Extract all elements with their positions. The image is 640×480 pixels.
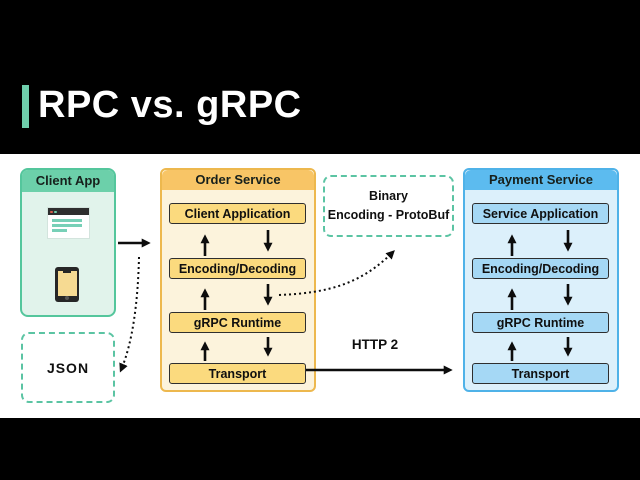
order-layer-client-application: Client Application: [169, 203, 306, 224]
binary-encoding-box: Binary Encoding - ProtoBuf: [323, 175, 454, 237]
page-title: RPC vs. gRPC: [38, 84, 302, 126]
payment-layer-grpc-runtime: gRPC Runtime: [472, 312, 609, 333]
browser-text-line: [52, 224, 82, 227]
payment-service-panel: Payment Service Service Application Enco…: [463, 168, 619, 392]
phone-notch: [63, 271, 71, 273]
payment-layer-service-application: Service Application: [472, 203, 609, 224]
title-accent-bar: [22, 85, 29, 128]
phone-screen: [57, 271, 77, 296]
bottom-letterbox-bar: [0, 418, 640, 480]
phone-home-button: [65, 296, 69, 300]
payment-service-header: Payment Service: [465, 170, 617, 190]
top-letterbox-bar: RPC vs. gRPC: [0, 0, 640, 154]
binary-encoding-line2: Encoding - ProtoBuf: [327, 208, 450, 222]
binary-encoding-line1: Binary: [369, 188, 408, 203]
browser-text-line: [52, 229, 67, 232]
browser-dot-icon: [54, 210, 57, 213]
order-layer-transport: Transport: [169, 363, 306, 384]
smartphone-icon: [55, 267, 79, 302]
payment-layer-encoding-decoding: Encoding/Decoding: [472, 258, 609, 279]
json-box: JSON: [21, 332, 115, 403]
browser-text-line: [52, 219, 82, 222]
browser-window-icon: [48, 208, 89, 238]
browser-titlebar: [48, 208, 89, 215]
client-app-header: Client App: [22, 170, 114, 192]
browser-dot-icon: [50, 210, 53, 213]
order-service-header: Order Service: [162, 170, 314, 190]
order-layer-encoding-decoding: Encoding/Decoding: [169, 258, 306, 279]
http2-label: HTTP 2: [351, 337, 399, 352]
dotted-arrow-to-json: [119, 256, 140, 373]
client-app-panel: Client App: [20, 168, 116, 317]
payment-layer-transport: Transport: [472, 363, 609, 384]
order-service-panel: Order Service Client Application Encodin…: [160, 168, 316, 392]
order-layer-grpc-runtime: gRPC Runtime: [169, 312, 306, 333]
